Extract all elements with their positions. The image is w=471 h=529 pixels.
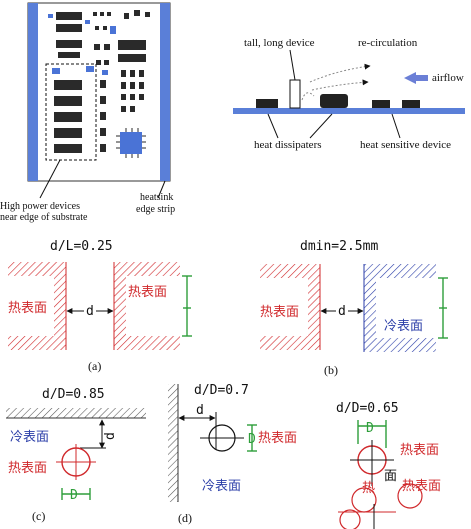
component-large [320,94,348,108]
dissipaters-leader-1 [267,113,279,139]
tall-device [289,79,301,109]
blue-components [48,14,142,154]
tall-device-label: tall, long device [244,37,315,49]
panel-d-D-label: D [248,432,256,447]
panel-e-D-dim [357,420,387,448]
board-panel: High power devices near edge of substrat… [0,2,175,223]
panel-e-cylinder-4 [339,509,361,529]
panel-a-ratio: d/L=0.25 [50,239,113,254]
panel-d-ratio: d/D=0.7 [194,383,249,398]
panel-d-d-label: d [196,403,204,418]
pcb-board [233,108,465,114]
panel-a-left-label: 热表面 [8,301,47,316]
panel-d-cold-label: 冷表面 [202,479,241,494]
component-small-1 [256,99,278,108]
panel-a: d/L=0.25 热表面 热表面 d (a) [8,239,192,373]
recirculation-label: re-circulation [358,37,418,49]
heat-dissipaters-label: heat dissipaters [254,139,322,151]
panel-e-D-label: D [366,421,374,436]
component-small-3 [402,100,420,108]
panel-c-hot-label: 热表面 [8,461,47,476]
panel-e-ratio: d/D=0.65 [336,401,399,416]
sensitive-leader [391,113,401,139]
heatsink-label-line2: edge strip [136,204,175,215]
component-small-2 [372,100,390,108]
panel-b: dmin=2.5mm 热表面 冷表面 d (b) [260,239,448,377]
panel-a-left-inner [8,276,54,336]
panel-e-frag-1: 面 [384,469,397,484]
panel-c: d/D=0.85 冷表面 d 热表面 D (c) [6,387,146,523]
panel-d-caption: (d) [178,511,192,525]
heatsink-strip-left [28,3,38,181]
panel-e-frag-2: 热 [362,481,375,496]
airflow-arrow [404,72,428,84]
panel-e-hot-label-2: 热表面 [402,479,441,494]
panel-a-dim-L [182,275,192,337]
heatsink-strip-right [160,3,170,181]
tall-device-leader [289,49,296,81]
panel-c-D-label: D [70,488,78,503]
panel-e: d/D=0.65 D 热表面 面 热表面 热 [336,401,441,529]
high-power-label-line1: High power devices [0,201,80,212]
heat-sensitive-label: heat sensitive device [360,139,451,151]
board-substrate [27,2,171,182]
panel-a-gap-label: d [86,304,94,319]
panel-b-ratio: dmin=2.5mm [300,239,378,254]
panel-a-right-label: 热表面 [128,285,167,300]
panel-b-left-label: 热表面 [260,305,299,320]
panel-b-gap-label: d [338,304,346,319]
recirculation-arrow-1 [309,63,371,83]
high-power-label-line2: near edge of substrate [0,212,88,223]
panel-d-D-dim [247,424,257,452]
panel-a-caption: (a) [88,359,101,373]
airflow-panel: tall, long device re-circulation airflow… [233,37,465,151]
airflow-label: airflow [432,72,464,84]
panel-a-right-inner [126,276,180,336]
panel-e-cylinder-2 [397,483,423,509]
panel-c-cold-label: 冷表面 [10,430,49,445]
panel-e-hot-label-1: 热表面 [400,443,439,458]
recirculation-curl [301,92,315,101]
recirculation-arrow-2 [311,79,369,91]
panel-b-caption: (b) [324,363,338,377]
chip-components [54,10,150,153]
panel-b-right-label: 冷表面 [384,319,423,334]
dissipaters-leader-2 [309,113,333,139]
panel-c-caption: (c) [32,509,45,523]
panel-c-ratio: d/D=0.85 [42,387,105,402]
panel-d-cold-surface [168,384,178,502]
panel-c-d-label: d [103,432,118,440]
panel-b-dim [438,277,448,339]
panel-d-hot-label: 热表面 [258,431,297,446]
heatsink-leader-line [157,180,166,199]
panel-c-D-dim [61,488,91,500]
panel-d: d/D=0.7 d D 热表面 冷表面 (d) [168,383,297,525]
heatsink-label-line1: heatsink [140,192,173,203]
high-power-zone-outline [45,63,97,161]
high-power-leader-line [39,159,61,199]
panel-c-cold-surface [6,408,146,418]
heat-sensitive-chip-pins [116,128,146,158]
